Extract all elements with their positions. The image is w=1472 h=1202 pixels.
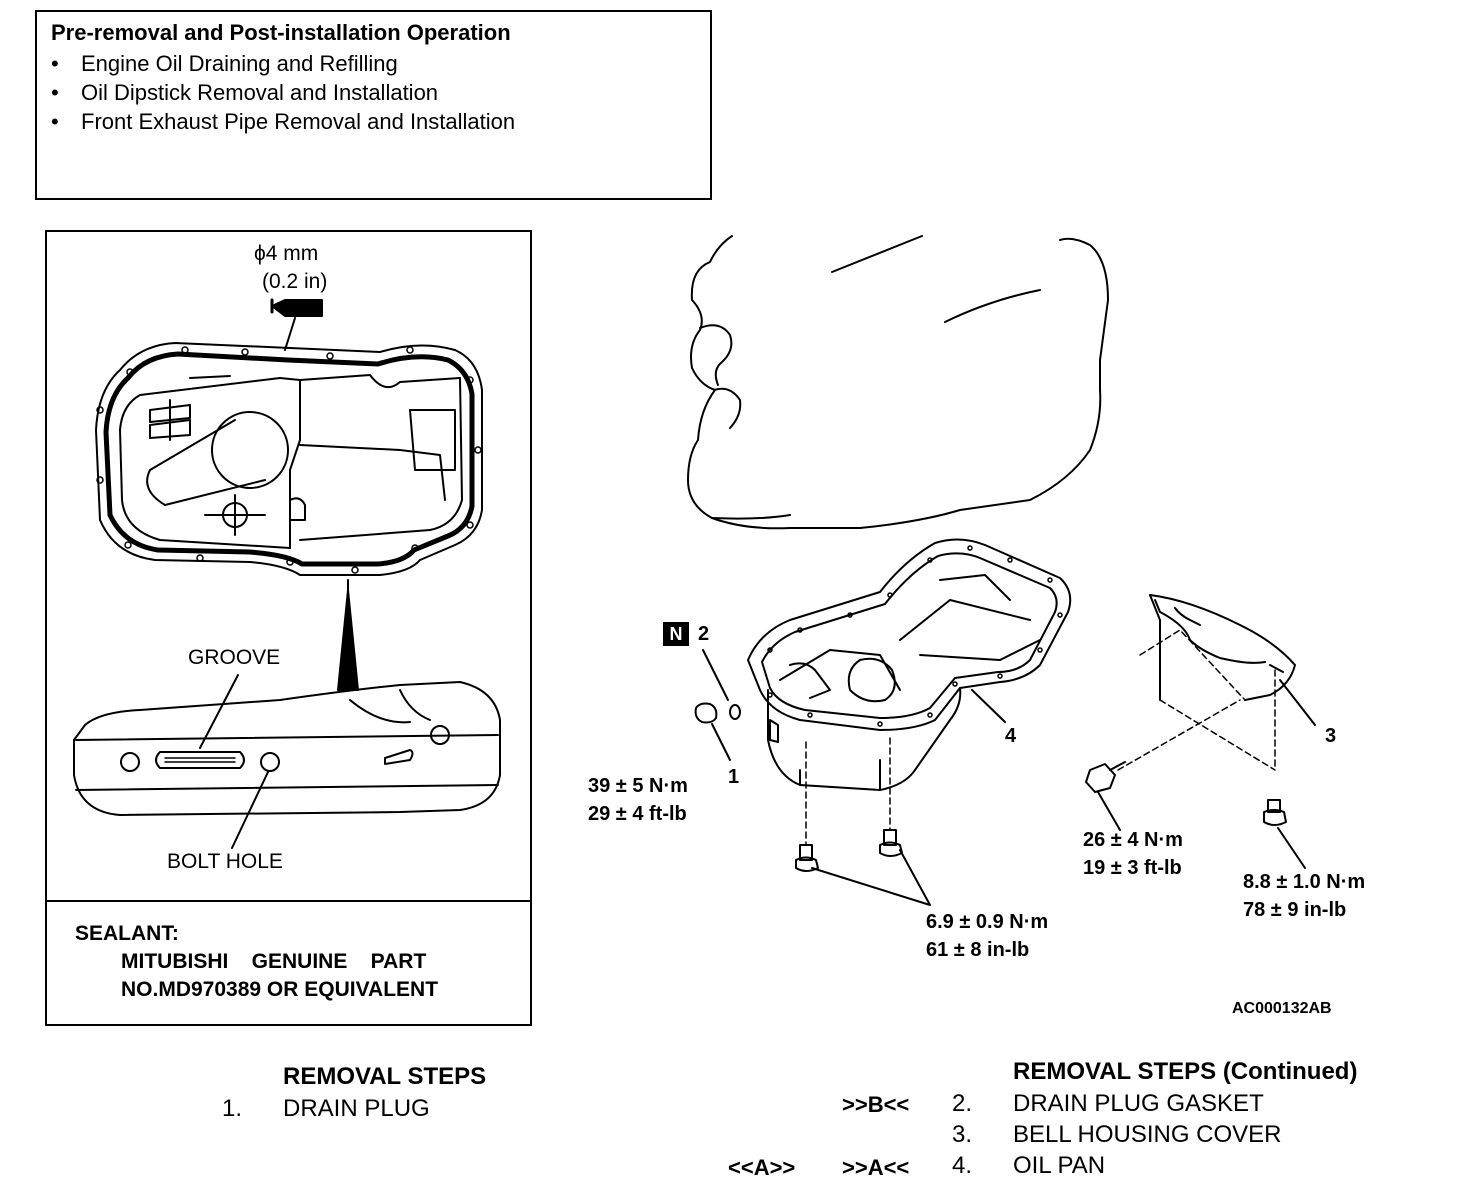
oil-pan-bolt-torque: 6.9 ± 0.9 N·m 61 ± 8 in-lb [926, 911, 1049, 961]
pre-removal-box: Pre-removal and Post-installation Operat… [35, 10, 712, 200]
callout-4: 4 [1005, 725, 1017, 747]
engine-block-outline [687, 235, 1109, 530]
drain-plug-torque: 39 ± 5 N·m 29 ± 4 ft-lb [588, 775, 688, 825]
groove-label: GROOVE [188, 646, 281, 669]
pre-removal-item: •Front Exhaust Pipe Removal and Installa… [51, 109, 516, 134]
step-label: DRAIN PLUG GASKET [1013, 1090, 1264, 1117]
drain-plug-drawing [694, 649, 741, 761]
figure-code: AC000132AB [1232, 1000, 1332, 1017]
sealant-inset-box: ϕ4 mm (0.2 in) GROOVE BOLT HOLE SEALANT:… [45, 230, 532, 1026]
step-label: DRAIN PLUG [283, 1095, 430, 1122]
step-install-code: >>A<< [842, 1155, 910, 1180]
step-number: 3. [952, 1121, 973, 1148]
housing-bolt-small-torque: 8.8 ± 1.0 N·m 78 ± 9 in-lb [1243, 871, 1366, 921]
new-part-badge: N [663, 622, 689, 646]
step-number: 4. [952, 1152, 973, 1179]
bell-housing-cover-drawing [1117, 594, 1316, 771]
callout-1: 1 [728, 766, 740, 788]
step-removal-code: <<A>> [728, 1155, 796, 1180]
step-number: 2. [952, 1090, 973, 1117]
callout-2: 2 [698, 623, 710, 645]
oil-pan-drawing [747, 538, 1072, 846]
step-label: BELL HOUSING COVER [1013, 1121, 1282, 1148]
removal-steps-continued-heading: REMOVAL STEPS (Continued) [1013, 1058, 1358, 1085]
inset-groove-detail [73, 674, 501, 849]
housing-bolt-large-torque: 26 ± 4 N·m 19 ± 3 ft-lb [1083, 829, 1183, 879]
bolt-hole-label: BOLT HOLE [167, 850, 283, 873]
pre-removal-title: Pre-removal and Post-installation Operat… [51, 20, 511, 45]
step-label: OIL PAN [1013, 1152, 1106, 1179]
sealant-part-line1: MITUBISHI GENUINE PART [121, 950, 427, 973]
oil-pan-bolts-drawing [795, 829, 931, 906]
step-install-code: >>B<< [842, 1092, 910, 1117]
removal-steps-heading: REMOVAL STEPS [283, 1063, 487, 1090]
bead-size-mm: ϕ4 mm [254, 242, 319, 265]
inset-divider [47, 900, 532, 902]
bead-size-in: (0.2 in) [262, 270, 328, 293]
callout-3: 3 [1325, 725, 1337, 747]
sealant-label: SEALANT: [75, 922, 179, 945]
inset-oil-pan-drawing [95, 298, 483, 691]
housing-bolts-drawing [1085, 761, 1306, 869]
step-number: 1. [222, 1095, 243, 1122]
pre-removal-item: •Engine Oil Draining and Refilling [51, 51, 398, 76]
pre-removal-item: •Oil Dipstick Removal and Installation [51, 80, 439, 105]
sealant-part-line2: NO.MD970389 OR EQUIVALENT [121, 978, 439, 1001]
